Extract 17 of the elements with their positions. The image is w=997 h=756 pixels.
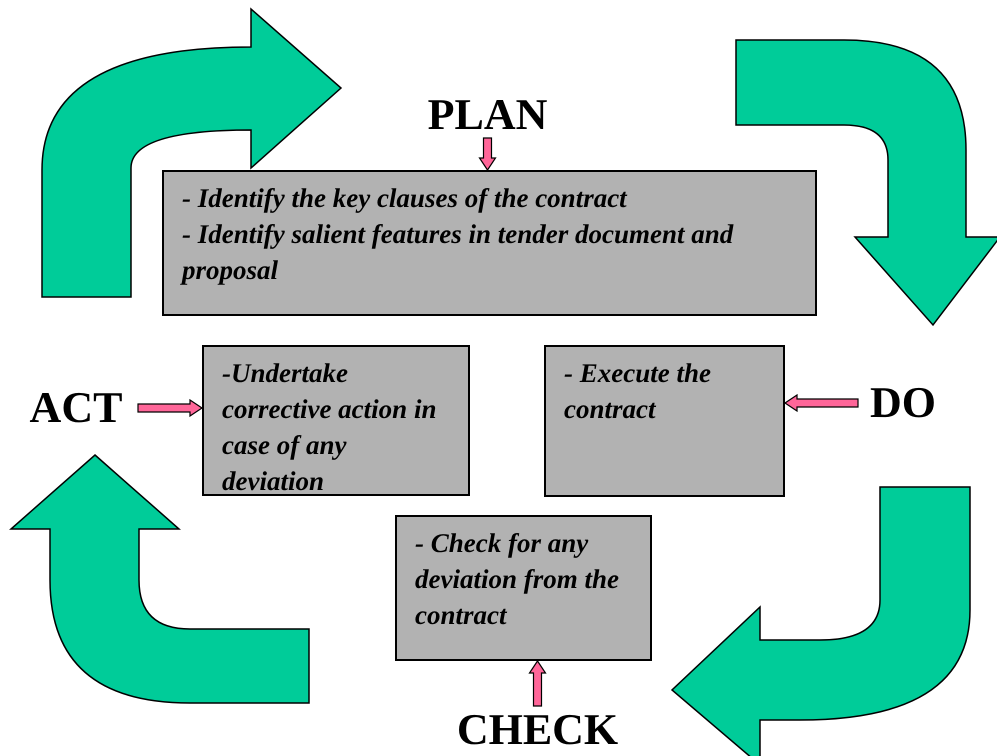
task-box [544,345,785,497]
arrow [528,660,547,707]
task-text: - Identify salient features in tender document and proposal [182,218,734,287]
task-box [395,515,652,661]
arrow [784,394,859,412]
task-text: - Identify the key clauses of the contract [182,182,628,215]
task-text: -Undertake corrective action in case of any deviation [222,357,438,498]
stage-label: ACT [14,383,138,433]
task-text: - Check for any deviation from the contract [415,527,620,632]
stage-label: DO [858,378,948,428]
task-text: - Execute the contract [564,357,712,426]
task-box [162,170,817,316]
task-box [202,345,470,496]
arrow [478,137,497,172]
stage-label: CHECK [440,706,635,754]
stage-label: PLAN [415,92,560,138]
arrow [137,398,204,418]
